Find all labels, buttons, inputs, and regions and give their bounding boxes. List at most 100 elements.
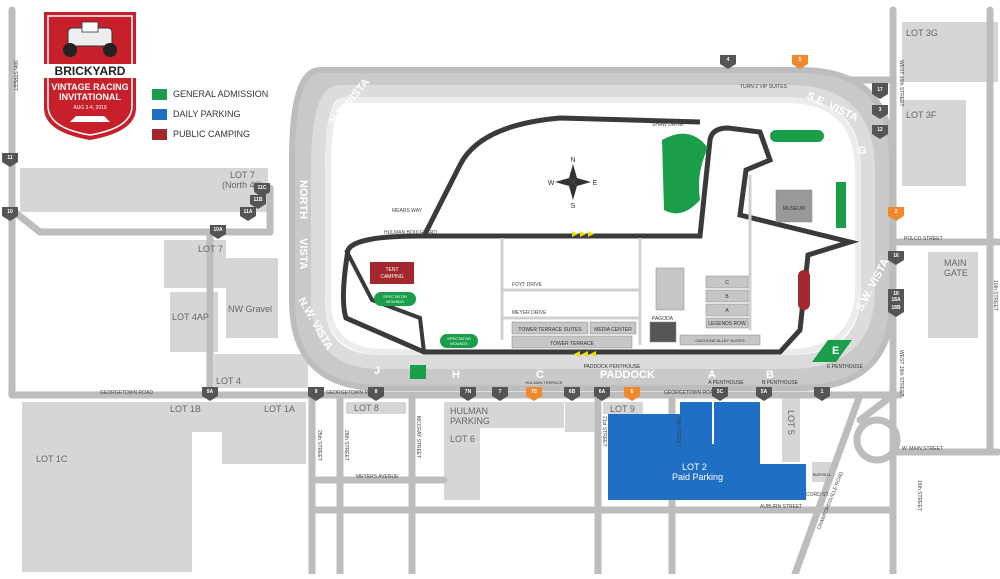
garage-c: [705, 275, 749, 289]
gate-10a-marker: 10A: [210, 225, 226, 239]
pagoda-label: PAGODA: [652, 316, 674, 322]
gate-7-label: 7: [499, 389, 502, 395]
c-stand-label: C: [536, 369, 544, 381]
gate-5c-label: 5C: [717, 389, 724, 395]
lot-3g-label: LOT 3G: [906, 28, 938, 38]
hulman-parking: [444, 402, 564, 428]
north-label: NORTH: [297, 180, 309, 219]
mccray-label: MCCRAY STREET: [415, 416, 421, 458]
lot-8: [346, 402, 406, 414]
gate-5a-marker: 5A: [756, 387, 772, 401]
infield-buildings: [511, 189, 813, 349]
lot-7b-label: LOT 7: [198, 244, 223, 254]
legend-item-public-camping: PUBLIC CAMPING: [152, 124, 268, 144]
a-penthouse-label: A PENTHOUSE: [708, 380, 744, 386]
gate-11-marker: 11: [2, 153, 18, 167]
main-gate-label: MAIN: [944, 258, 967, 268]
lot-6a: [565, 402, 595, 432]
lot-5: [782, 398, 800, 462]
compass-rose: N S W E: [548, 157, 598, 210]
lot-4: [214, 354, 308, 388]
shaw-drive-label: SHAW DRIVE: [652, 122, 684, 128]
infield-labels: TENT CAMPING SPECTATOR MOUNDS SPECTATOR …: [380, 206, 863, 477]
tower-terrace: [511, 335, 633, 349]
legend-swatch-camping: [152, 128, 167, 140]
gate-12-label: 12: [877, 127, 883, 133]
10th-label: 10th STREET: [992, 280, 998, 311]
museum: [775, 189, 813, 223]
28th-w-label: 28th STREET: [343, 430, 349, 461]
gate-3-marker: 3: [872, 105, 888, 119]
ga-e-stand: [812, 340, 852, 362]
lot-4-label: LOT 4: [216, 376, 241, 386]
gate-9-label: 9: [315, 389, 318, 395]
w-main-label: W. MAIN STREET: [902, 446, 943, 452]
lot-labels: LOT 7 (North 40) LOT 7 NW Gravel LOT 4AP…: [36, 28, 968, 482]
paddock-penthouse-label: PADDOCK PENTHOUSE: [584, 364, 642, 370]
turn2-suites-label: TURN 2 VIP SUITES: [740, 84, 788, 90]
gate-4-label: 4: [727, 57, 730, 63]
e-penthouse-label: E PENTHOUSE: [827, 364, 864, 370]
gate-1-label: 1: [821, 389, 824, 395]
tower-suites-label: TOWER TERRACE SUITES: [518, 327, 582, 333]
tent-camping-area: [370, 262, 414, 284]
e-stand-label: E: [832, 345, 839, 357]
gate-6a-label: 6A: [599, 389, 606, 395]
logo-brickyard: BRICKYARD: [55, 64, 126, 78]
lot-2-label: LOT 2: [682, 462, 707, 472]
legends-row: [705, 317, 749, 329]
gate-5-label: 5: [799, 57, 802, 63]
vista-label: VISTA: [297, 238, 309, 270]
lot-1a: [222, 402, 306, 464]
b-penthouse-label: B PENTHOUSE: [762, 380, 799, 386]
media-center: [589, 321, 637, 335]
pagoda: [649, 321, 677, 343]
hulman-label: HULMAN: [450, 406, 488, 416]
legend: GENERAL ADMISSION DAILY PARKING PUBLIC C…: [152, 84, 268, 144]
tent-label: TENT: [385, 267, 398, 273]
lot-6: [444, 428, 480, 500]
brickyard-logo: BRICKYARD VINTAGE RACING INVITATIONAL AU…: [40, 12, 140, 140]
legend-label-camping: PUBLIC CAMPING: [173, 129, 251, 139]
lot-6-label: LOT 6: [450, 434, 475, 444]
legend-swatch-parking: [152, 108, 167, 120]
lot-2-paid-label: Paid Parking: [672, 472, 723, 482]
media-center-label: MEDIA CENTER: [594, 327, 632, 333]
gate-16-label: 16: [893, 253, 899, 259]
nw-gravel-label: NW Gravel: [228, 304, 272, 314]
lot-7: [20, 168, 268, 212]
j-stand-label: J: [374, 365, 380, 377]
gate-12-marker: 12: [872, 125, 888, 139]
direction-arrows: [572, 231, 596, 357]
gate-7-marker: 7: [492, 387, 508, 401]
spectator-mounds-east: [770, 130, 824, 142]
lot-1b-label: LOT 1B: [170, 404, 201, 414]
gate-11c-marker: 11C: [254, 183, 270, 197]
logo-line1: VINTAGE RACING: [51, 82, 128, 92]
gate-11a-label: 11A: [244, 209, 253, 215]
b-stand-label: B: [766, 369, 774, 381]
paddock-label: PADDOCK: [600, 369, 655, 381]
spectator-mounds-north: [662, 133, 708, 214]
gate-2-label: 2: [895, 209, 898, 215]
svg-text:N: N: [570, 157, 575, 164]
gate-11a-marker: 11A: [240, 207, 256, 221]
a-stand-label: A: [708, 369, 716, 381]
gate-6-marker: 6: [624, 387, 640, 401]
meyer-drive-label: MEYER DRIVE: [512, 310, 547, 316]
gate-5a-label: 5A: [761, 389, 768, 395]
museum-label: MUSEUM: [783, 206, 805, 212]
pit-ga: [836, 182, 846, 228]
logo-dates: AUG 3-4, 2019: [73, 105, 107, 111]
tower-terrace-label: TOWER TERRACE: [550, 341, 594, 347]
infield-streets: [500, 175, 752, 345]
georgetown-label: GEORGETOWN ROAD: [100, 390, 153, 396]
g-stand-label: G: [858, 145, 867, 157]
gate-7s-label: 7S: [531, 389, 538, 395]
foyt-drive-label: FOYT DRIVE: [512, 282, 543, 288]
gate-9-marker: 9: [308, 387, 324, 401]
main-gate-label2: GATE: [944, 268, 968, 278]
gate-7n-marker: 7N: [460, 387, 476, 401]
infield-camping: [798, 270, 810, 310]
